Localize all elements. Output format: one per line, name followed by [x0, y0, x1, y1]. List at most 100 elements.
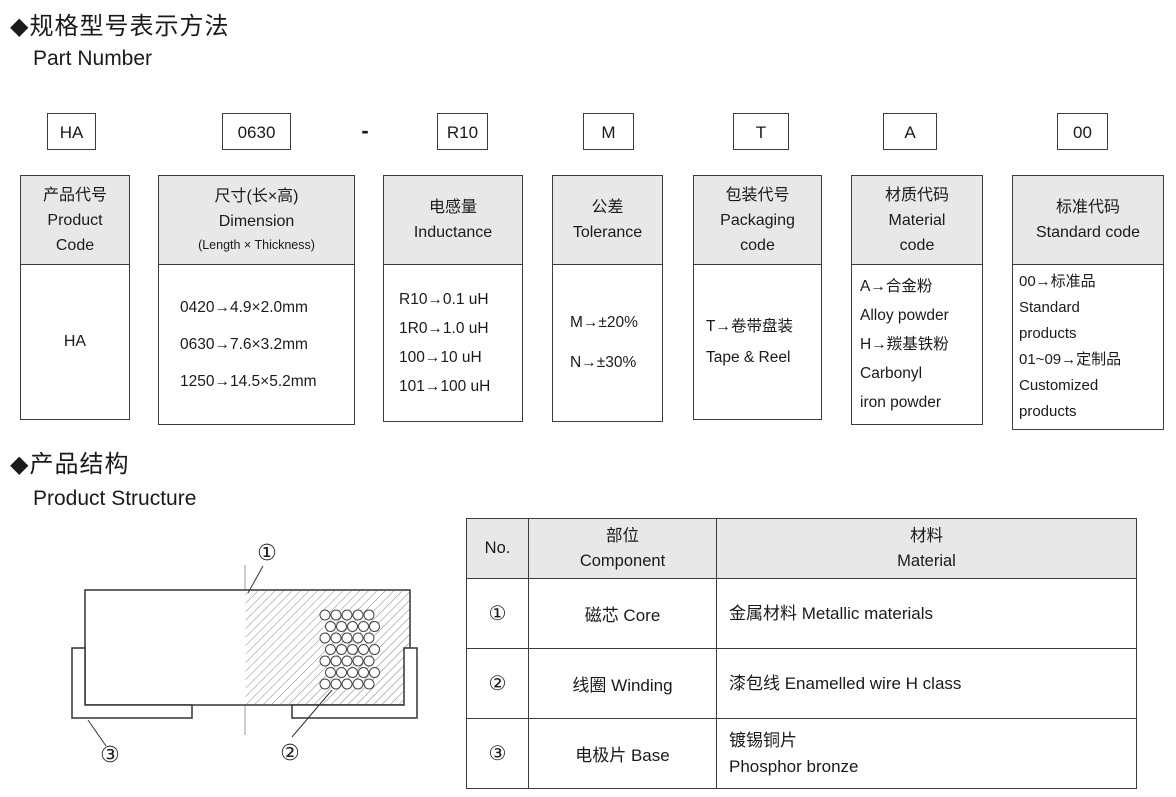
section-title-part-number-cn: ◆规格型号表示方法	[10, 13, 230, 40]
column-header: 标准代码 Standard code	[1012, 175, 1164, 265]
text-line: R10→0.1 uH	[399, 291, 489, 308]
text-line: Standard code	[1035, 224, 1141, 241]
text-line: 包装代号	[725, 186, 790, 204]
text-line: 镀锡铜片	[729, 730, 797, 750]
code-box-standard: 00	[1057, 113, 1108, 150]
structure-table: No. 部位 Component 材料 Material ① 磁芯 Core 金属材…	[466, 518, 1137, 789]
text-line: No.	[484, 539, 511, 557]
text-line: 公差	[591, 199, 624, 216]
text-line: 100→10 uH	[399, 349, 482, 366]
diagram-label-base: ③	[100, 742, 120, 767]
row-component: 电极片 Base	[528, 718, 717, 789]
col-header-component: 部位 Component	[528, 518, 717, 579]
leader-line-winding	[291, 689, 333, 738]
code-box-inductance: R10	[437, 113, 488, 150]
row-material: 漆包线 Enamelled wire H class	[716, 648, 1137, 719]
base-electrode-left	[71, 647, 193, 719]
text-line: iron powder	[860, 394, 941, 411]
column-dimension: 尺寸(长×高) Dimension (Length × Thickness) 042…	[158, 175, 355, 425]
text-line: Component	[579, 551, 666, 570]
text-line: 产品代号	[42, 186, 107, 204]
text-line: products	[1019, 403, 1077, 420]
text-line: Alloy powder	[860, 307, 949, 324]
code-box-packaging: T	[733, 113, 789, 150]
section-title-structure-en: Product Structure	[33, 487, 197, 510]
column-body: HA	[20, 265, 130, 420]
table-row-base: ③ 电极片 Base 镀锡铜片 Phosphor bronze	[466, 718, 1137, 789]
text-line: HA	[63, 333, 87, 350]
section-title-structure-cn: ◆产品结构	[10, 451, 130, 478]
text-line: Customized	[1019, 377, 1099, 394]
text-line: Standard	[1019, 299, 1080, 316]
diagram-label-core: ①	[257, 540, 277, 565]
text-line: products	[1019, 325, 1077, 342]
leader-line-base	[87, 719, 107, 747]
column-header: 包装代号 Packaging code	[693, 175, 822, 265]
text-line: Tape & Reel	[706, 349, 791, 366]
product-structure-diagram: ① ② ③	[71, 540, 418, 767]
code-box-tolerance: M	[583, 113, 634, 150]
column-tolerance: 公差 Tolerance M→±20% N→±30%	[552, 175, 663, 422]
row-component: 线圈 Winding	[528, 648, 717, 719]
text-line: Phosphor bronze	[729, 756, 859, 776]
text-line: H→羰基铁粉	[860, 336, 949, 353]
column-body: 0420→4.9×2.0mm 0630→7.6×3.2mm 1250→14.5×5.…	[158, 265, 355, 425]
text-line: 1R0→1.0 uH	[399, 320, 489, 337]
text-line: 00→标准品	[1019, 273, 1096, 290]
text-line: 0630→7.6×3.2mm	[180, 336, 308, 353]
text-line: 尺寸(长×高)	[214, 188, 299, 205]
text-line: M→±20%	[570, 314, 638, 331]
row-no: ③	[466, 718, 529, 789]
column-header: 尺寸(长×高) Dimension (Length × Thickness)	[158, 175, 355, 265]
text-line: Product	[47, 211, 103, 229]
text-line: 部位	[606, 526, 639, 545]
row-material: 金属材料 Metallic materials	[716, 578, 1137, 649]
text-line: Dimension	[218, 213, 295, 230]
text-line: N→±30%	[570, 354, 637, 371]
text-line: Packaging	[720, 211, 795, 229]
winding-circles	[319, 609, 380, 690]
text-line: 101→100 uH	[399, 378, 491, 395]
text-line: Material	[888, 211, 946, 229]
col-header-material: 材料 Material	[716, 518, 1137, 579]
text-line: 漆包线 Enamelled wire H class	[729, 673, 962, 693]
row-no: ②	[466, 648, 529, 719]
leader-line-core	[247, 565, 264, 594]
column-packaging: 包装代号 Packaging code T→卷带盘装 Tape & Reel	[693, 175, 822, 420]
text-line: Code	[55, 236, 95, 254]
column-body: T→卷带盘装 Tape & Reel	[693, 265, 822, 420]
code-separator: -	[361, 118, 369, 143]
code-box-material: A	[883, 113, 937, 150]
text-line: Inductance	[413, 224, 493, 241]
text-line: (Length × Thickness)	[198, 238, 315, 252]
text-line: T→卷带盘装	[706, 318, 793, 335]
row-component: 磁芯 Core	[528, 578, 717, 649]
base-electrode-right	[291, 647, 418, 719]
column-body: R10→0.1 uH 1R0→1.0 uH 100→10 uH 101→100 uH	[383, 265, 523, 422]
text-line: Tolerance	[572, 224, 643, 241]
column-standard: 标准代码 Standard code 00→标准品 Standard products…	[1012, 175, 1164, 430]
text-line: 金属材料 Metallic materials	[729, 603, 934, 623]
text-line: 材料	[910, 526, 943, 545]
text-line: code	[740, 236, 775, 254]
section-title-part-number-en: Part Number	[33, 47, 153, 70]
code-box-dimension: 0630	[222, 113, 291, 150]
text-line: 标准代码	[1055, 199, 1120, 216]
text-line: Carbonyl	[860, 365, 923, 382]
column-header: 公差 Tolerance	[552, 175, 663, 265]
text-line: Material	[897, 551, 956, 570]
text-line: 1250→14.5×5.2mm	[180, 373, 317, 390]
column-body: 00→标准品 Standard products 01~09→定制品 Customize…	[1012, 265, 1164, 430]
text-line: 01~09→定制品	[1019, 351, 1122, 368]
text-line: 0420→4.9×2.0mm	[180, 299, 308, 316]
row-no: ①	[466, 578, 529, 649]
table-row-winding: ② 线圈 Winding 漆包线 Enamelled wire H class	[466, 648, 1137, 719]
diagram-label-winding: ②	[280, 740, 300, 765]
table-row-core: ① 磁芯 Core 金属材料 Metallic materials	[466, 578, 1137, 649]
